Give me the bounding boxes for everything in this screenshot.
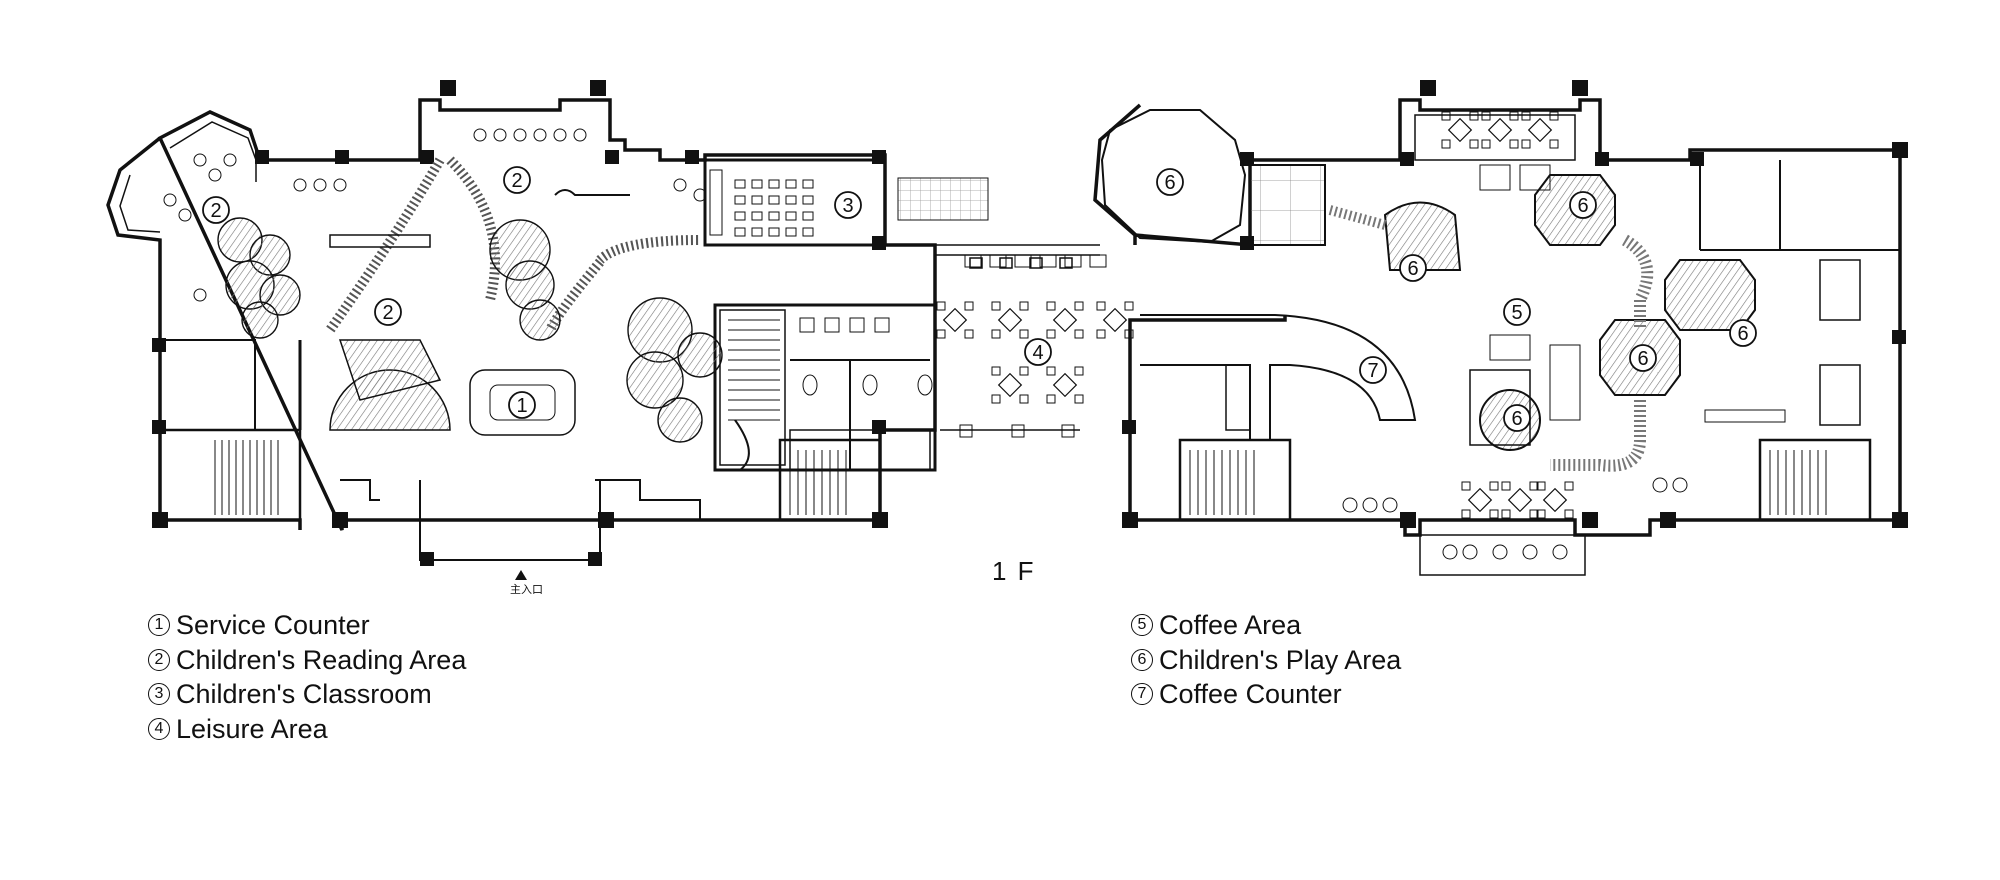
area-marker: 6: [1503, 404, 1531, 432]
area-marker-circle: [1359, 356, 1387, 384]
area-marker-number: 6: [1577, 195, 1588, 217]
legend-item: 4 Leisure Area: [148, 712, 466, 747]
legend-number: 1: [148, 614, 170, 637]
area-marker: 6: [1629, 344, 1657, 372]
legend-label: Service Counter: [176, 610, 370, 640]
area-marker: 3: [834, 191, 862, 219]
area-marker-number: 6: [1407, 258, 1418, 280]
legend-number: 5: [1131, 614, 1153, 637]
area-marker-number: 6: [1164, 172, 1175, 194]
area-marker: 6: [1156, 168, 1184, 196]
legend-item: 3 Children's Classroom: [148, 677, 466, 712]
legend-label: Coffee Area: [1159, 610, 1302, 640]
area-marker-circle: [1729, 319, 1757, 347]
area-marker-number: 6: [1737, 323, 1748, 345]
legend-label: Children's Classroom: [176, 679, 432, 709]
area-marker-number: 2: [210, 200, 221, 222]
area-marker-number: 2: [382, 302, 393, 324]
area-marker: 2: [374, 298, 402, 326]
area-marker-circle: [1399, 254, 1427, 282]
legend-number: 3: [148, 683, 170, 706]
area-marker-circle: [503, 166, 531, 194]
legend-number: 6: [1131, 648, 1153, 671]
legend-label: Children's Play Area: [1159, 644, 1402, 675]
area-marker-circle: [1503, 298, 1531, 326]
area-marker-circle: [834, 191, 862, 219]
area-marker: 7: [1359, 356, 1387, 384]
main-entrance-label: 主入口: [510, 583, 543, 596]
area-marker: 6: [1729, 319, 1757, 347]
area-marker: 4: [1024, 338, 1052, 366]
floor-label: 1 F: [992, 556, 1036, 586]
legend-number: 2: [148, 648, 170, 671]
area-marker-circle: [1156, 168, 1184, 196]
legend-label: Coffee Counter: [1159, 679, 1342, 709]
legend-item: 6 Children's Play Area: [1131, 643, 1401, 678]
area-marker-number: 3: [842, 195, 853, 217]
area-marker-circle: [1503, 404, 1531, 432]
area-marker-number: 1: [516, 395, 527, 417]
area-marker: 2: [503, 166, 531, 194]
legend-item: 7 Coffee Counter: [1131, 677, 1401, 712]
area-marker-circle: [1024, 338, 1052, 366]
entrance-arrow: [515, 570, 527, 580]
legend-item: 2 Children's Reading Area: [148, 643, 466, 678]
legend-label: Leisure Area: [176, 713, 328, 744]
area-marker: 2: [202, 196, 230, 224]
area-marker-number: 6: [1511, 408, 1522, 430]
area-marker-circle: [374, 298, 402, 326]
legend-item: 1 Service Counter: [148, 608, 466, 643]
right-building: [1093, 80, 1908, 576]
area-marker-number: 7: [1367, 360, 1378, 382]
area-marker-number: 4: [1032, 342, 1043, 364]
connecting-corridor: [935, 244, 1100, 431]
area-marker: 6: [1569, 191, 1597, 219]
area-marker: 1: [508, 391, 536, 419]
area-marker-circle: [1569, 191, 1597, 219]
area-marker-number: 2: [511, 170, 522, 192]
left-building: [106, 80, 989, 566]
legend-number: 7: [1131, 683, 1153, 706]
area-marker-circle: [508, 391, 536, 419]
area-marker-number: 5: [1511, 302, 1522, 324]
area-marker-circle: [202, 196, 230, 224]
legend-right: 5 Coffee Area 6 Children's Play Area 7 C…: [1131, 608, 1401, 712]
legend-label: Children's Reading Area: [176, 644, 467, 675]
area-marker: 6: [1399, 254, 1427, 282]
legend-left: 1 Service Counter 2 Children's Reading A…: [148, 608, 466, 746]
plan-markers: 1 2 2 2 3 4 5 6 6 6 6 6 6 7: [202, 166, 1757, 432]
area-marker-number: 6: [1637, 348, 1648, 370]
legend-item: 5 Coffee Area: [1131, 608, 1401, 643]
legend-number: 4: [148, 717, 170, 740]
area-marker-circle: [1629, 344, 1657, 372]
area-marker: 5: [1503, 298, 1531, 326]
